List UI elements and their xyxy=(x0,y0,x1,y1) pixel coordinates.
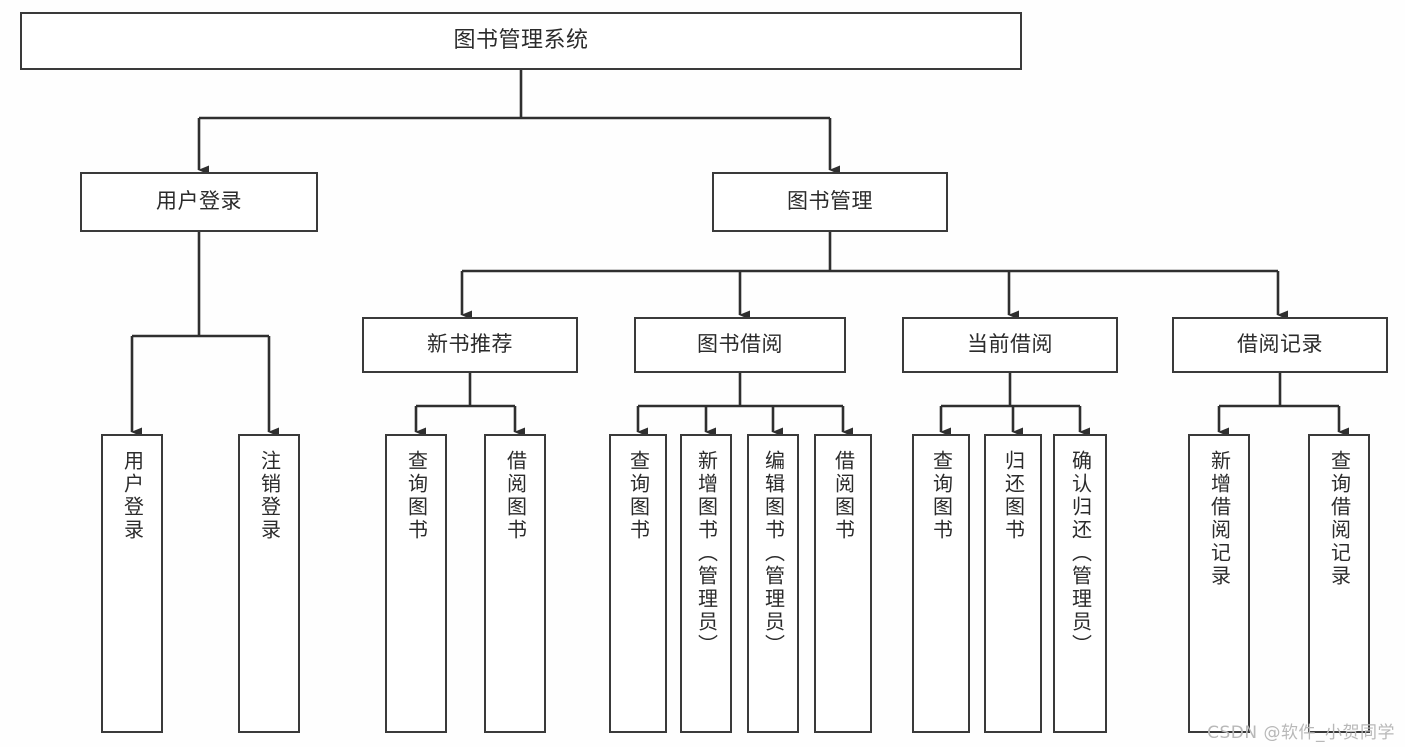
node-label-leaf-query-record: 查询借阅记录 xyxy=(1327,450,1352,588)
node-book-manage[interactable]: 图书管理 xyxy=(712,172,948,232)
node-label-current-borrow: 当前借阅 xyxy=(967,332,1053,357)
node-label-leaf-borrow-book-1: 借阅图书 xyxy=(503,450,528,542)
node-label-book-borrow: 图书借阅 xyxy=(697,332,783,357)
node-root[interactable]: 图书管理系统 xyxy=(20,12,1022,70)
node-label-leaf-user-logout: 注销登录 xyxy=(257,450,282,542)
node-leaf-confirm-return[interactable]: 确认归还（管理员） xyxy=(1053,434,1107,733)
node-current-borrow[interactable]: 当前借阅 xyxy=(902,317,1118,373)
node-label-leaf-add-record: 新增借阅记录 xyxy=(1207,450,1232,588)
node-label-leaf-return-book: 归还图书 xyxy=(1001,450,1026,542)
node-label-leaf-confirm-return: 确认归还（管理员） xyxy=(1068,450,1093,657)
node-leaf-borrow-book-1[interactable]: 借阅图书 xyxy=(484,434,546,733)
node-new-book-rec[interactable]: 新书推荐 xyxy=(362,317,578,373)
node-label-leaf-borrow-book-2: 借阅图书 xyxy=(831,450,856,542)
node-label-leaf-user-login: 用户登录 xyxy=(120,450,145,542)
node-user-login[interactable]: 用户登录 xyxy=(80,172,318,232)
node-label-user-login: 用户登录 xyxy=(156,189,242,214)
node-label-leaf-query-book-3: 查询图书 xyxy=(929,450,954,542)
node-label-root: 图书管理系统 xyxy=(453,27,589,53)
csdn-watermark: CSDN @软件_小贺同学 xyxy=(1207,723,1395,743)
node-label-leaf-query-book-1: 查询图书 xyxy=(404,450,429,542)
node-leaf-user-login[interactable]: 用户登录 xyxy=(101,434,163,733)
node-leaf-return-book[interactable]: 归还图书 xyxy=(984,434,1042,733)
node-label-borrow-record: 借阅记录 xyxy=(1237,332,1323,357)
node-leaf-query-book-2[interactable]: 查询图书 xyxy=(609,434,667,733)
node-leaf-borrow-book-2[interactable]: 借阅图书 xyxy=(814,434,872,733)
node-leaf-edit-book[interactable]: 编辑图书（管理员） xyxy=(747,434,799,733)
node-label-book-manage: 图书管理 xyxy=(787,189,873,214)
node-label-leaf-add-book: 新增图书（管理员） xyxy=(694,450,719,657)
node-borrow-record[interactable]: 借阅记录 xyxy=(1172,317,1388,373)
node-leaf-query-book-1[interactable]: 查询图书 xyxy=(385,434,447,733)
node-leaf-add-record[interactable]: 新增借阅记录 xyxy=(1188,434,1250,733)
node-leaf-add-book[interactable]: 新增图书（管理员） xyxy=(680,434,732,733)
node-book-borrow[interactable]: 图书借阅 xyxy=(634,317,846,373)
node-label-new-book-rec: 新书推荐 xyxy=(427,332,513,357)
node-label-leaf-edit-book: 编辑图书（管理员） xyxy=(761,450,786,657)
node-leaf-query-book-3[interactable]: 查询图书 xyxy=(912,434,970,733)
node-leaf-query-record[interactable]: 查询借阅记录 xyxy=(1308,434,1370,733)
node-leaf-user-logout[interactable]: 注销登录 xyxy=(238,434,300,733)
node-label-leaf-query-book-2: 查询图书 xyxy=(626,450,651,542)
